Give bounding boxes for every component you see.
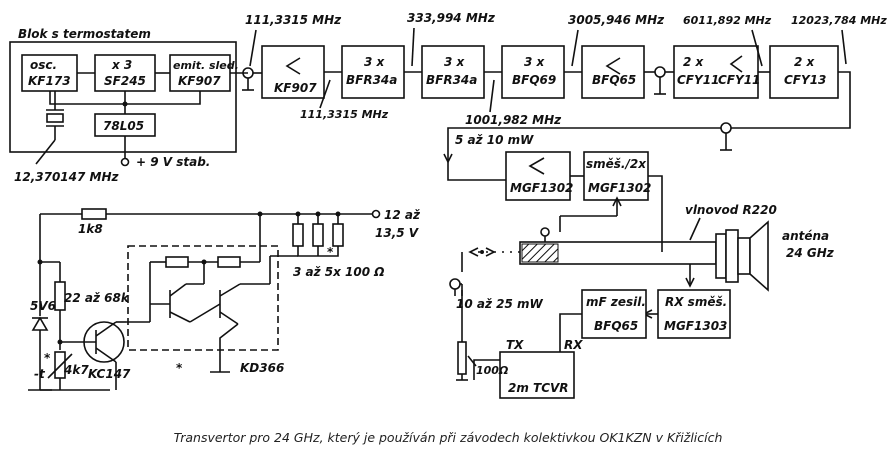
crystal-freq: 12,370147 MHz bbox=[14, 170, 120, 184]
freq-after-mult2: 333,994 MHz bbox=[407, 11, 496, 25]
thermostat-block-title: Blok s termostatem bbox=[18, 27, 151, 41]
amplifier-kf907: KF907 bbox=[261, 45, 325, 99]
lo-amplifier-mgf1302: MGF1302 bbox=[505, 151, 573, 201]
freq-after-mult3: 1001,982 MHz bbox=[465, 113, 562, 127]
mult3-factor: 3 x bbox=[444, 55, 466, 69]
coax-connector-icon bbox=[654, 66, 666, 95]
antenna-freq: 24 GHz bbox=[786, 246, 835, 260]
antenna-label: anténa bbox=[782, 229, 829, 243]
rx-label: RX bbox=[564, 338, 583, 352]
ntc-label: -t bbox=[34, 367, 46, 381]
mult6-factor: 2 x bbox=[794, 55, 816, 69]
multiplier-bfq69: 3 x BFQ69 bbox=[501, 45, 565, 99]
crystal-icon bbox=[35, 91, 64, 165]
pot-label: 100Ω bbox=[476, 364, 508, 377]
figure-caption: Transvertor pro 24 GHz, který je používá… bbox=[174, 430, 723, 445]
transistor-label: KC147 bbox=[88, 367, 131, 381]
zener-label: 5V6 bbox=[30, 299, 56, 313]
tcvr-2m: 2m TCVR bbox=[499, 351, 575, 399]
mixer-mgf1302: směš./2x MGF1302 bbox=[583, 151, 651, 201]
freq-after-mult4: 3005,946 MHz bbox=[568, 13, 665, 27]
ntc-value: 4k7 bbox=[63, 363, 89, 377]
mult-x3-part: SF245 bbox=[104, 74, 146, 88]
multiplier-bfr34a-1: 3 x BFR34a bbox=[341, 45, 405, 99]
if-amp-part: BFQ65 bbox=[594, 319, 638, 333]
follower-part: KF907 bbox=[178, 74, 221, 88]
multiplier-cfy13: 2 x CFY13 bbox=[769, 45, 839, 99]
supply-terminal bbox=[120, 157, 130, 167]
mult-x3-label: x 3 bbox=[111, 58, 132, 72]
transistor-kc147-icon bbox=[60, 321, 126, 390]
freq-after-amp1: 111,3315 MHz bbox=[300, 108, 389, 121]
mixer-part: MGF1302 bbox=[588, 181, 651, 195]
rx-mixer-mgf1303: RX směš. MGF1303 bbox=[657, 289, 731, 339]
supply-voltage: 12 až bbox=[384, 208, 421, 222]
ntc-star: * bbox=[44, 351, 51, 365]
heater-label: 3 až 5x 100 Ω bbox=[293, 265, 384, 279]
coax-connector-icon bbox=[242, 67, 262, 91]
amp2-label: BFQ65 bbox=[592, 73, 636, 87]
waveguide bbox=[519, 227, 717, 288]
coax-connector-icon bbox=[449, 278, 463, 296]
antenna-horn-icon bbox=[715, 220, 769, 292]
rx-mixer-label: RX směš. bbox=[665, 295, 727, 309]
amplifier-bfq65: BFQ65 bbox=[581, 45, 645, 99]
lo-power: 5 až 10 mW bbox=[455, 133, 534, 147]
multiplier-cfy11: 2 x CFY11 CFY11 bbox=[673, 45, 760, 99]
mult5-part: CFY11 bbox=[677, 73, 719, 87]
mult2-part: BFR34a bbox=[346, 73, 397, 87]
osc-part: KF173 bbox=[28, 74, 71, 88]
freq-out-block: 111,3315 MHz bbox=[245, 13, 342, 27]
rx-mixer-part: MGF1303 bbox=[664, 319, 727, 333]
multiplier-bfr34a-2: 3 x BFR34a bbox=[421, 45, 485, 99]
regulator-label: 78L05 bbox=[103, 119, 144, 133]
mult4-factor: 3 x bbox=[524, 55, 546, 69]
if-amp-label: mF zesil. bbox=[586, 295, 646, 309]
mixer-label: směš./2x bbox=[586, 157, 647, 171]
thermostat-circuit: 12 až 13,5 V 1k8 * 3 až 5x 100 Ω 5V6 22 … bbox=[28, 208, 421, 391]
mult2-factor: 3 x bbox=[364, 55, 386, 69]
amp1-label: KF907 bbox=[274, 81, 317, 95]
amp3-part: CFY11 bbox=[718, 73, 760, 87]
tx-label: TX bbox=[506, 338, 524, 352]
mult5-factor: 2 x bbox=[683, 55, 705, 69]
supply-voltage-2: 13,5 V bbox=[375, 226, 420, 240]
potentiometer-icon bbox=[456, 290, 477, 381]
if-amplifier-bfq65: mF zesil. BFQ65 bbox=[581, 289, 647, 339]
osc-label: osc. bbox=[30, 58, 57, 72]
supply-label: + 9 V stab. bbox=[136, 155, 210, 169]
thermostat-block: Blok s termostatem osc. KF173 x 3 SF245 … bbox=[9, 27, 248, 184]
heater-star: * bbox=[327, 245, 334, 259]
follower-label: emit. sled. bbox=[173, 59, 239, 72]
coax-connector-icon bbox=[720, 122, 732, 151]
waveguide-label: vlnovod R220 bbox=[685, 203, 777, 217]
freq-after-mult6: 12023,784 MHz bbox=[791, 14, 887, 27]
darlington-label: KD366 bbox=[240, 361, 284, 375]
mult3-part: BFR34a bbox=[426, 73, 477, 87]
tcvr-label: 2m TCVR bbox=[508, 381, 569, 395]
lo-amp-label: MGF1302 bbox=[510, 181, 573, 195]
tx-power: 10 až 25 mW bbox=[456, 297, 544, 311]
mult4-part: BFQ69 bbox=[512, 73, 556, 87]
freq-after-mult5: 6011,892 MHz bbox=[683, 14, 772, 27]
resistor-1k8 bbox=[81, 208, 107, 220]
mult6-part: CFY13 bbox=[784, 73, 826, 87]
darlington-star: * bbox=[176, 361, 183, 375]
r-bias-label: 22 až 68k bbox=[64, 291, 130, 305]
r-series-label: 1k8 bbox=[78, 222, 103, 236]
